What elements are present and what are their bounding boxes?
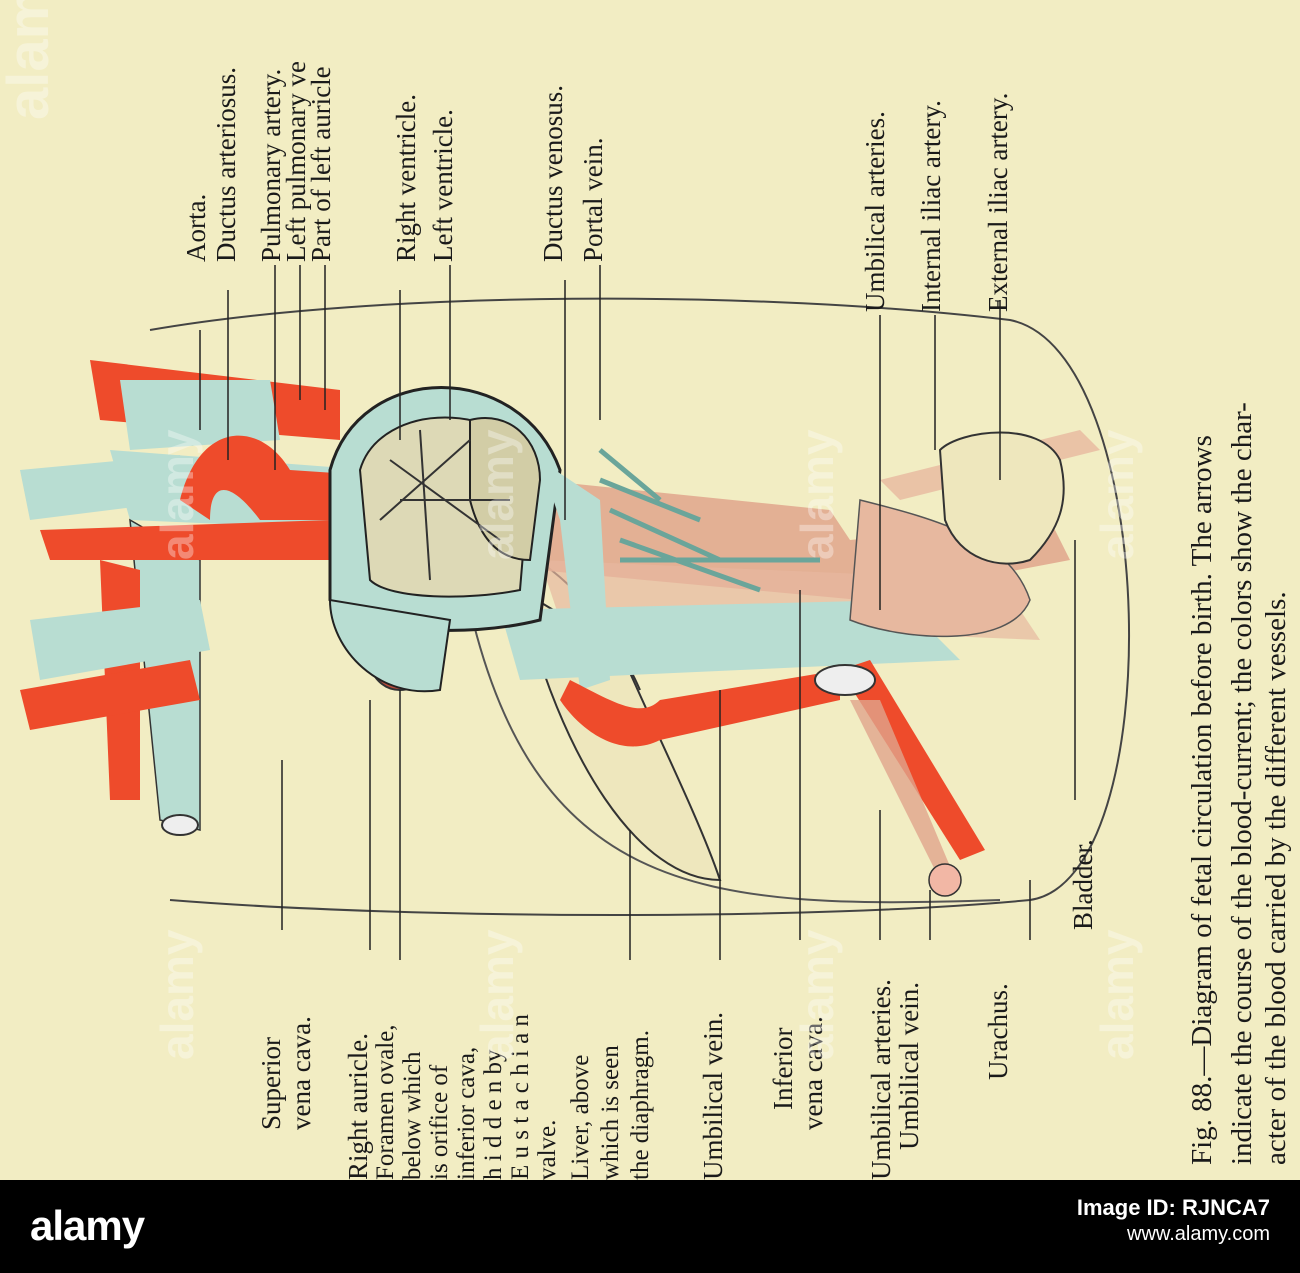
watermark: alamy	[151, 429, 203, 560]
label-right-ventricle: Right ventricle.	[391, 94, 421, 262]
cord-end	[928, 863, 962, 897]
label-ductus-venosus: Ductus venosus.	[538, 85, 568, 262]
label-liver-3: the diaphragm.	[627, 1030, 654, 1180]
ventricle-hatch	[379, 429, 510, 581]
leader-lines-left	[281, 540, 1076, 960]
watermark: alamy	[1091, 429, 1143, 560]
body-outline	[149, 297, 1131, 916]
vein-left-top	[20, 455, 190, 520]
body-outline-lower	[459, 559, 1001, 904]
umbilical-ring	[814, 664, 876, 696]
watermark: alamy	[791, 429, 843, 560]
label-right-auricle: Right auricle.	[343, 1033, 373, 1180]
umbilical-cord	[850, 700, 960, 890]
label-umbilical-arteries-left: Umbilical arteries.	[866, 979, 896, 1180]
label-foramen-3: is orifice of	[426, 1064, 453, 1180]
label-foramen-4: inferior cava,	[453, 1046, 480, 1180]
label-umbilical-arteries-right: Umbilical arteries.	[860, 111, 890, 312]
watermark: alamy	[471, 429, 523, 560]
caption-line-2: indicate the course of the blood-current…	[1226, 402, 1258, 1165]
watermark: alamy	[1091, 929, 1143, 1060]
label-ductus-arteriosus: Ductus arteriosus.	[211, 67, 241, 262]
watermark: alamy	[471, 929, 523, 1060]
alamy-logo[interactable]: alamy	[30, 1202, 145, 1249]
label-liver-2: which is seen	[597, 1045, 624, 1180]
label-external-iliac-artery: External iliac artery.	[983, 92, 1013, 312]
book-page: Aorta. Ductus arteriosus. Pulmonary arte…	[0, 0, 1300, 1180]
label-umbilical-vein-left: Umbilical vein.	[698, 1012, 728, 1180]
label-liver-1: Liver, above	[567, 1054, 594, 1180]
caption-line-3: acter of the blood carried by the differ…	[1260, 591, 1292, 1165]
label-foramen-2: below which	[399, 1051, 426, 1180]
label-foramen-5: h i d d e n by	[480, 1049, 507, 1180]
umbilical-vein	[560, 670, 840, 747]
site-url[interactable]: www.alamy.com	[1127, 1222, 1270, 1245]
watermark: alamy	[791, 929, 843, 1060]
bladder	[938, 431, 1065, 565]
label-superior-vena-cava-1: Superior	[256, 1037, 286, 1130]
image-id: Image ID: RJNCA7	[1076, 1195, 1270, 1220]
label-urachus: Urachus.	[983, 983, 1013, 1080]
umbilical-arteries	[849, 499, 1031, 638]
aorta-upper	[40, 520, 330, 560]
caption-line-1: Fig. 88.—Diagram of fetal circulation be…	[1186, 435, 1218, 1165]
label-foramen-1: Foramen ovale,	[372, 1024, 399, 1180]
label-umbilical-vein-2: Umbilical vein.	[894, 982, 924, 1150]
label-portal-vein: Portal vein.	[578, 137, 608, 262]
label-bladder: Bladder.	[1068, 839, 1098, 930]
label-left-ventricle: Left ventricle.	[428, 109, 458, 262]
watermark: alamy	[151, 929, 203, 1060]
fetal-circulation-diagram	[20, 265, 1131, 960]
portal-branches	[598, 448, 820, 593]
footer-bar: alamy Image ID: RJNCA7 www.alamy.com	[0, 1180, 1300, 1273]
left-ventricle	[469, 417, 542, 562]
image-id-block: Image ID: RJNCA7 www.alamy.com	[1077, 1194, 1270, 1247]
label-foramen-7: valve.	[534, 1119, 561, 1180]
label-superior-vena-cava-2: vena cava.	[286, 1016, 316, 1130]
right-auricle	[328, 598, 452, 693]
watermark: alamy	[0, 0, 61, 120]
label-aorta: Aorta.	[181, 193, 211, 262]
label-part-left-auricle: Part of left auricle	[306, 66, 336, 262]
svc-end	[161, 814, 199, 836]
leader-lines-right	[199, 265, 1001, 610]
vein-left-bottom	[30, 600, 210, 680]
label-internal-iliac-artery: Internal iliac artery.	[916, 100, 946, 312]
artery-left-2	[20, 660, 200, 730]
ductus-venosus	[540, 460, 610, 690]
inferior-vena-cava	[500, 600, 960, 680]
